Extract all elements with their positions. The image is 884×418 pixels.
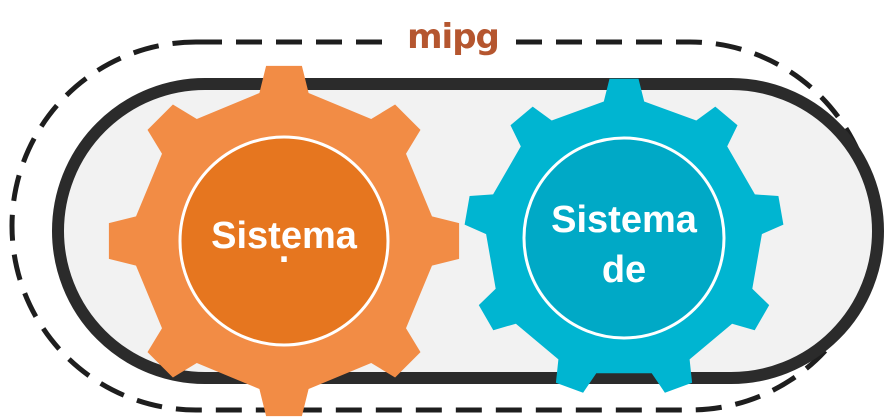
right-gear-label-2: de bbox=[602, 249, 646, 291]
left-gear-hub bbox=[178, 135, 390, 347]
logo-background bbox=[393, 6, 513, 58]
left-gear-label-2: . bbox=[279, 229, 290, 271]
left-gear-label: Sistema bbox=[211, 215, 358, 257]
right-gear-label: Sistema bbox=[551, 199, 698, 241]
right-gear: Sistema de bbox=[464, 78, 784, 393]
mipg-logo: mipg bbox=[407, 17, 499, 57]
right-gear-hub bbox=[522, 136, 726, 340]
left-gear: Sistema . bbox=[108, 65, 460, 417]
